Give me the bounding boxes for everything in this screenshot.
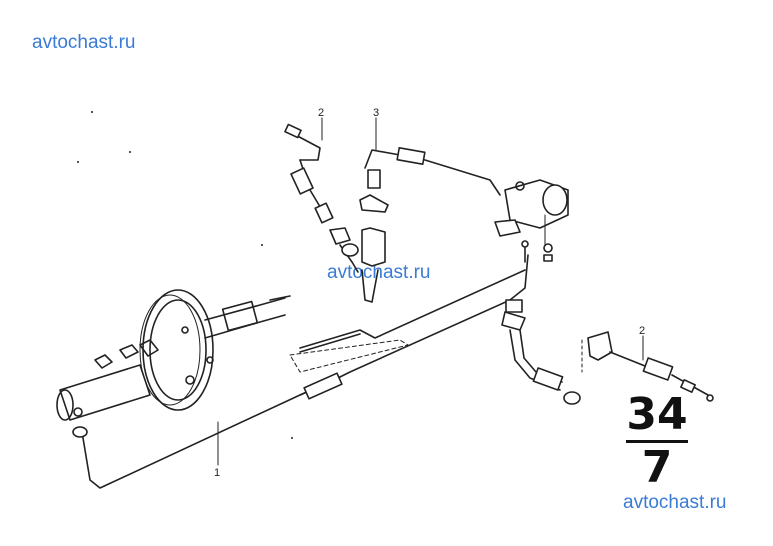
watermark-middle: avtochast.ru — [327, 262, 431, 283]
hose-2-right — [581, 331, 714, 402]
hose-2-top — [284, 117, 359, 273]
callout-1: 1 — [214, 467, 220, 479]
underfloor-line — [289, 269, 526, 373]
brake-line-1 — [72, 254, 529, 489]
rear-hose — [501, 299, 581, 405]
section-divider — [626, 440, 688, 443]
hose-3 — [341, 117, 501, 303]
callout-2-right: 2 — [639, 325, 645, 337]
section-number: 34 7 — [622, 392, 692, 491]
section-subgroup: 7 — [641, 442, 673, 493]
master-cylinder — [56, 339, 159, 421]
watermark-top: avtochast.ru — [32, 32, 136, 53]
watermark-bottom: avtochast.ru — [623, 492, 727, 513]
brake-bracket — [494, 179, 569, 263]
callout-2-top: 2 — [318, 107, 324, 119]
brake-booster — [139, 289, 291, 411]
section-group: 34 — [626, 389, 688, 440]
callout-3: 3 — [373, 107, 379, 119]
